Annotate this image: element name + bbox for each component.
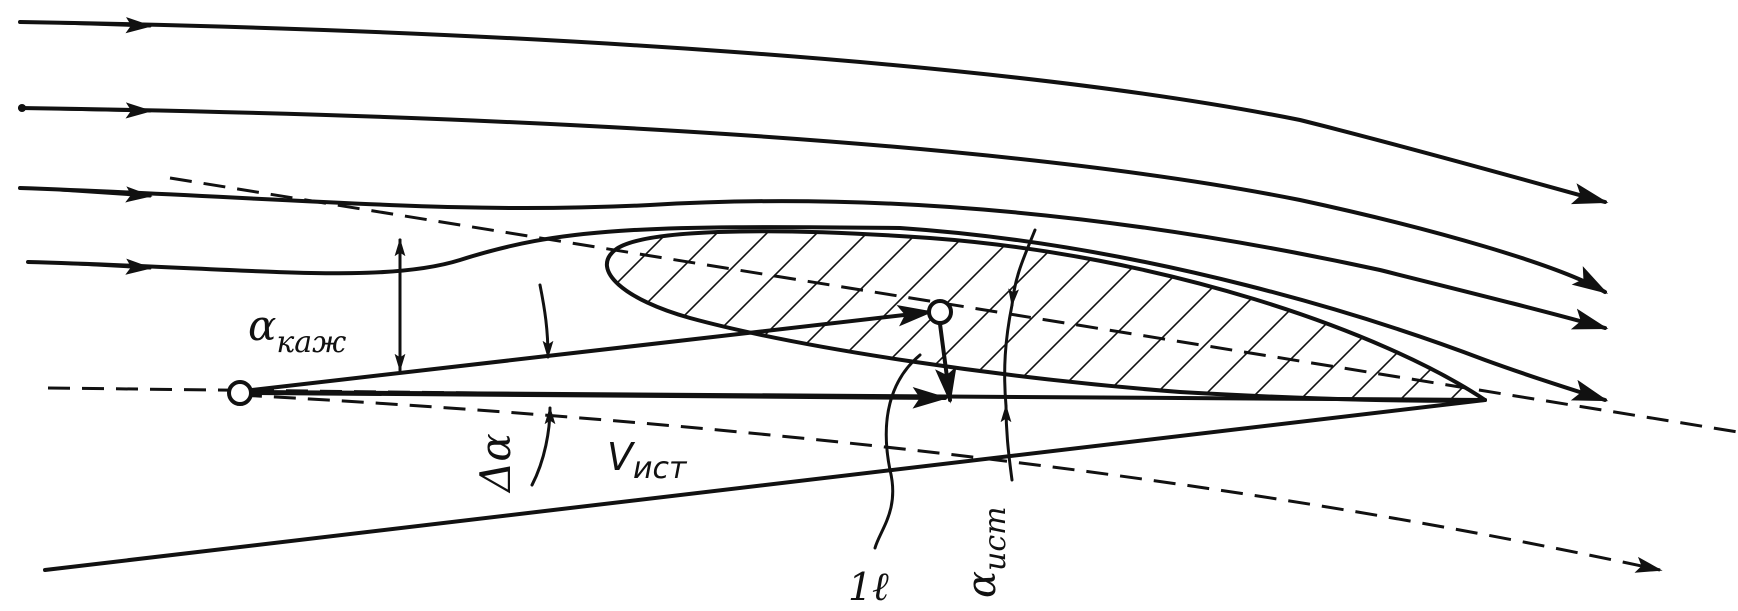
svg-text:ℓ: ℓ — [872, 564, 889, 610]
probe-stem — [935, 322, 957, 404]
streamlines — [18, 17, 1609, 402]
label-probe-ref: 1 — [848, 565, 872, 609]
streamline-2 — [18, 106, 1609, 294]
lower-boundary-line — [43, 398, 1487, 572]
true-alpha-dimension — [1000, 228, 1037, 482]
streamline-1 — [18, 20, 1609, 205]
pivot-point — [227, 380, 253, 406]
delta-alpha-dimension — [530, 283, 556, 487]
label-true-velocity: Vист — [607, 435, 688, 486]
airfoil-outline — [604, 229, 1487, 403]
downwash-line — [239, 393, 1663, 573]
label-true-alpha: αист — [959, 506, 1013, 598]
probe-leader — [873, 353, 922, 550]
apparent-velocity-vector — [250, 304, 934, 392]
label-apparent-alpha: αкаж — [248, 301, 346, 360]
streamline-4 — [26, 225, 1609, 402]
chord-line — [169, 176, 1738, 434]
probe-point — [927, 299, 953, 325]
label-delta-alpha: Δα — [471, 433, 520, 494]
streamline-3 — [18, 186, 1609, 330]
